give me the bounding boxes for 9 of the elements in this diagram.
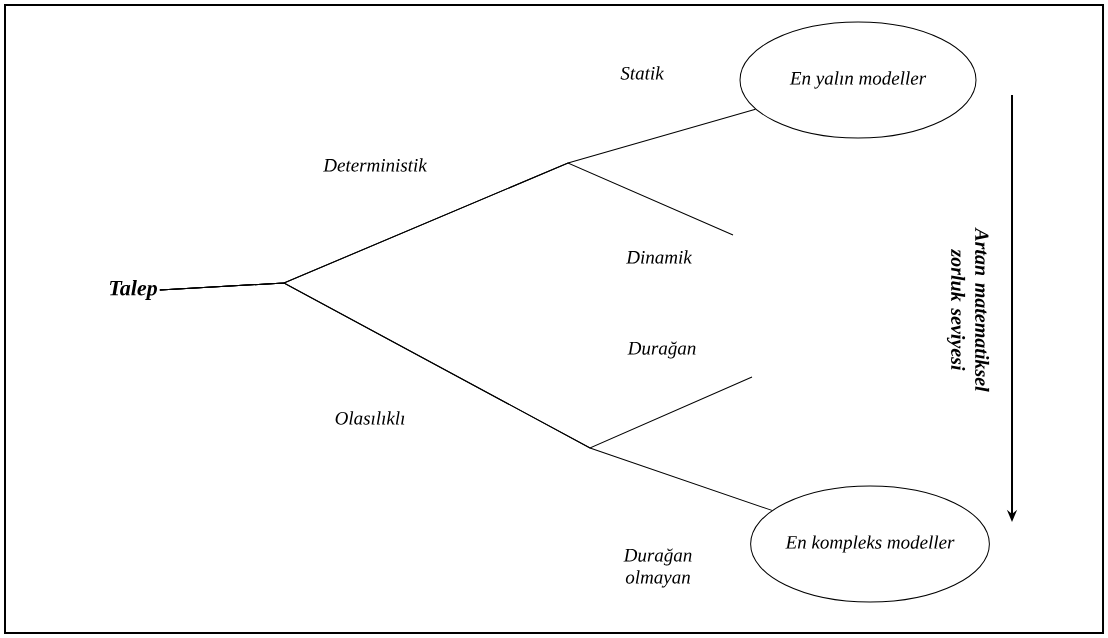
branch-label: Dinamik (626, 250, 692, 264)
branch-line (159, 282, 773, 511)
branch-label: Statik (620, 66, 664, 80)
branch-label: Olasılıklı (335, 411, 405, 425)
root-label: Talep (109, 280, 157, 300)
branch-label: Deterministik (323, 158, 427, 172)
branch-label: Durağan olmayan (623, 548, 692, 588)
axis-caption: Artan matematiksel zorluk seviyesi (946, 227, 990, 392)
branch-label: Durağan (627, 341, 696, 359)
